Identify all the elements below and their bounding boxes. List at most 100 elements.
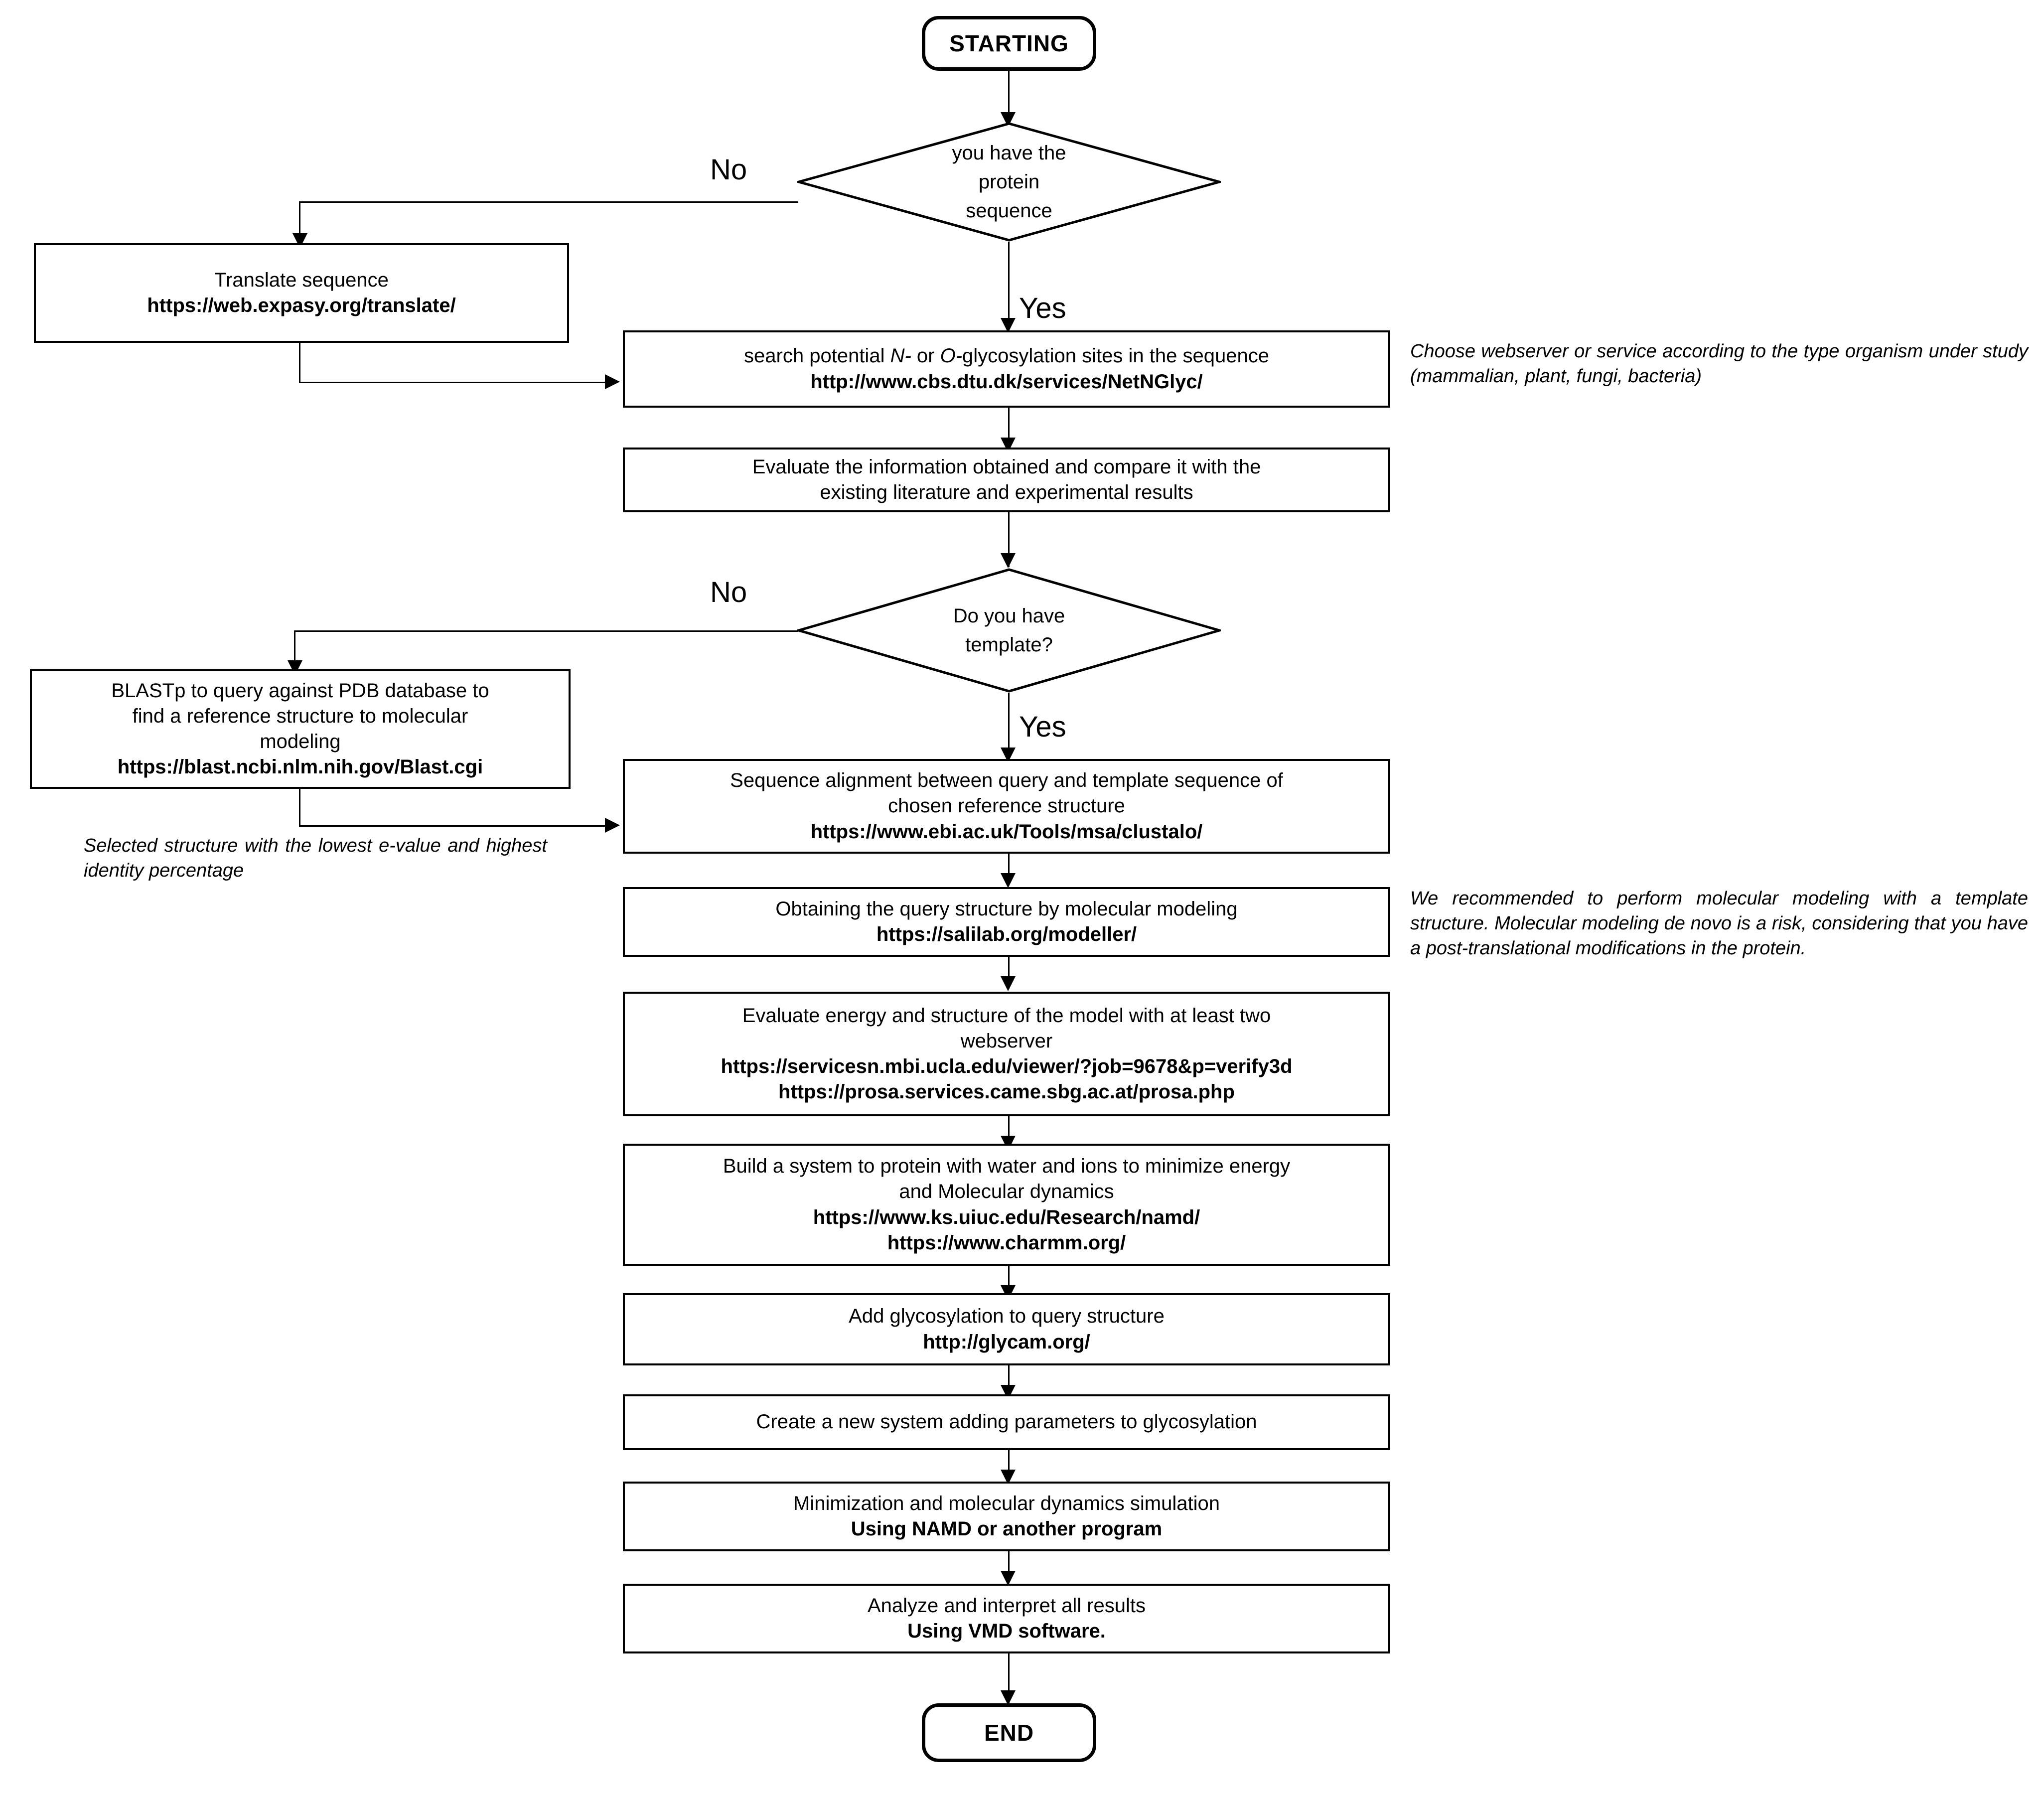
analyze-line1: Analyze and interpret all results — [867, 1594, 1146, 1617]
arrowhead-decision2 — [1001, 553, 1016, 568]
diamond-shape-icon — [797, 568, 1221, 693]
edge-no-sequence-vertical — [299, 201, 300, 240]
modelling-line1: Obtaining the query structure by molecul… — [775, 898, 1238, 920]
node-minimization-md[interactable]: Minimization and molecular dynamics simu… — [623, 1482, 1390, 1551]
edge-no-template-vertical — [294, 630, 295, 667]
arrowhead-alignment-left — [605, 818, 620, 833]
alignment-line2: chosen reference structure — [888, 795, 1125, 817]
glyco-line1: Add glycosylation to query structure — [849, 1305, 1165, 1328]
edge-blastp-down — [299, 789, 300, 826]
node-decision-have-sequence[interactable]: you have the protein sequence — [797, 122, 1221, 242]
decision2-line2: template? — [965, 634, 1053, 656]
node-blastp-query[interactable]: BLASTp to query against PDB database to … — [30, 669, 571, 789]
node-end-label: END — [984, 1719, 1034, 1746]
search-line1-a: search potential — [744, 345, 890, 367]
arrowhead-end — [1001, 1690, 1016, 1705]
node-create-new-system[interactable]: Create a new system adding parameters to… — [623, 1394, 1390, 1450]
glyco-url: http://glycam.org/ — [923, 1331, 1090, 1353]
node-starting-label: STARTING — [949, 30, 1069, 56]
diamond-shape-icon — [797, 122, 1221, 242]
evaluate-info-line2: existing literature and experimental res… — [820, 481, 1193, 503]
node-evaluate-information[interactable]: Evaluate the information obtained and co… — [623, 448, 1390, 512]
energy-url2: https://prosa.services.came.sbg.ac.at/pr… — [778, 1081, 1235, 1103]
edge-start-to-decision1 — [1008, 71, 1010, 118]
alignment-url: https://www.ebi.ac.uk/Tools/msa/clustalo… — [810, 820, 1203, 843]
edge-decision1-yes-line — [1008, 242, 1010, 329]
node-analyze-results[interactable]: Analyze and interpret all results Using … — [623, 1584, 1390, 1653]
node-translate-sequence[interactable]: Translate sequence https://web.expasy.or… — [34, 243, 569, 343]
node-evaluate-energy[interactable]: Evaluate energy and structure of the mod… — [623, 992, 1390, 1116]
node-blastp-label: BLASTp to query against PDB database to … — [103, 678, 497, 780]
edge-search-to-evaluate — [1008, 408, 1010, 449]
arrowhead-evaluate-energy — [1001, 976, 1016, 991]
energy-line1: Evaluate energy and structure of the mod… — [742, 1004, 1271, 1027]
search-line1-c: glycosylation sites in the sequence — [962, 345, 1269, 367]
edge-label-no-sequence: No — [710, 153, 747, 186]
decision1-line1: you have the — [952, 142, 1066, 164]
node-decision-have-sequence-label: you have the protein sequence — [797, 122, 1221, 242]
edge-decision2-yes-line — [1008, 693, 1010, 757]
blastp-url: https://blast.ncbi.nlm.nih.gov/Blast.cgi — [117, 756, 483, 778]
node-decision-have-template-label: Do you have template? — [797, 568, 1221, 693]
node-starting[interactable]: STARTING — [922, 16, 1096, 71]
edge-translate-down — [299, 343, 300, 383]
node-decision-have-template[interactable]: Do you have template? — [797, 568, 1221, 693]
arrowhead-modelling — [1001, 873, 1016, 888]
node-build-system[interactable]: Build a system to protein with water and… — [623, 1144, 1390, 1266]
edge-alignment-to-modelling — [1008, 854, 1010, 885]
edge-translate-right — [299, 382, 605, 383]
node-add-glycosylation[interactable]: Add glycosylation to query structure htt… — [623, 1293, 1390, 1365]
node-sequence-alignment-label: Sequence alignment between query and tem… — [722, 768, 1291, 845]
build-url2: https://www.charmm.org/ — [887, 1231, 1126, 1254]
node-evaluate-information-label: Evaluate the information obtained and co… — [744, 454, 1269, 505]
edge-analyze-to-end — [1008, 1653, 1010, 1703]
energy-url1: https://servicesn.mbi.ucla.edu/viewer/?j… — [721, 1055, 1293, 1077]
analyze-line2: Using VMD software. — [907, 1620, 1106, 1642]
translate-url: https://web.expasy.org/translate/ — [147, 295, 456, 316]
energy-line2: webserver — [960, 1030, 1053, 1052]
minimization-line2: Using NAMD or another program — [851, 1518, 1163, 1540]
edge-minimization-to-analyze — [1008, 1551, 1010, 1582]
evaluate-info-line1: Evaluate the information obtained and co… — [752, 455, 1261, 478]
node-sequence-alignment[interactable]: Sequence alignment between query and tem… — [623, 759, 1390, 854]
decision1-line3: sequence — [966, 200, 1052, 222]
note-recommendation: We recommended to perform molecular mode… — [1410, 888, 2028, 959]
translate-line1: Translate sequence — [214, 269, 389, 291]
node-search-glycosylation-sites[interactable]: search potential N- or O-glycosylation s… — [623, 330, 1390, 408]
edge-energy-to-build — [1008, 1116, 1010, 1147]
node-translate-sequence-label: Translate sequence https://web.expasy.or… — [139, 268, 463, 318]
arrowhead-search-sites-left — [605, 374, 620, 389]
arrowhead-analyze — [1001, 1571, 1016, 1586]
node-end[interactable]: END — [922, 1703, 1096, 1762]
edge-label-yes-template: Yes — [1019, 711, 1066, 743]
build-line1: Build a system to protein with water and… — [723, 1155, 1291, 1178]
node-search-sites-label: search potential N- or O-glycosylation s… — [736, 343, 1277, 394]
edge-modelling-to-energy — [1008, 957, 1010, 988]
node-add-glyco-label: Add glycosylation to query structure htt… — [841, 1304, 1172, 1354]
note-selected-structure: Selected structure with the lowest e-val… — [84, 835, 547, 882]
search-line1-b: or — [911, 345, 940, 367]
search-line1-i1: N- — [890, 345, 911, 367]
node-analyze-label: Analyze and interpret all results Using … — [860, 1593, 1154, 1644]
edge-glyco-to-newsystem — [1008, 1365, 1010, 1396]
node-modelling-label: Obtaining the query structure by molecul… — [767, 897, 1245, 947]
node-build-system-label: Build a system to protein with water and… — [715, 1154, 1298, 1256]
edge-blastp-right — [299, 825, 605, 827]
minimization-line1: Minimization and molecular dynamics simu… — [793, 1492, 1220, 1514]
edge-no-template-horizontal — [294, 630, 798, 632]
edge-label-no-template: No — [710, 576, 747, 608]
edge-no-sequence-horizontal — [299, 201, 798, 203]
blastp-line3: modeling — [260, 731, 341, 752]
blastp-line2: find a reference structure to molecular — [132, 705, 468, 727]
alignment-line1: Sequence alignment between query and tem… — [730, 769, 1283, 792]
node-obtain-query-structure[interactable]: Obtaining the query structure by molecul… — [623, 887, 1390, 957]
edge-label-yes-sequence: Yes — [1019, 292, 1066, 324]
modelling-url: https://salilab.org/modeller/ — [876, 923, 1137, 945]
search-sites-url: http://www.cbs.dtu.dk/services/NetNGlyc/ — [810, 370, 1203, 393]
note-choose-webserver: Choose webserver or service according to… — [1410, 341, 2028, 387]
edge-build-to-glyco — [1008, 1266, 1010, 1297]
build-line2: and Molecular dynamics — [899, 1181, 1114, 1203]
edge-evaluate-to-decision2 — [1008, 512, 1010, 567]
node-minimization-label: Minimization and molecular dynamics simu… — [785, 1491, 1228, 1542]
